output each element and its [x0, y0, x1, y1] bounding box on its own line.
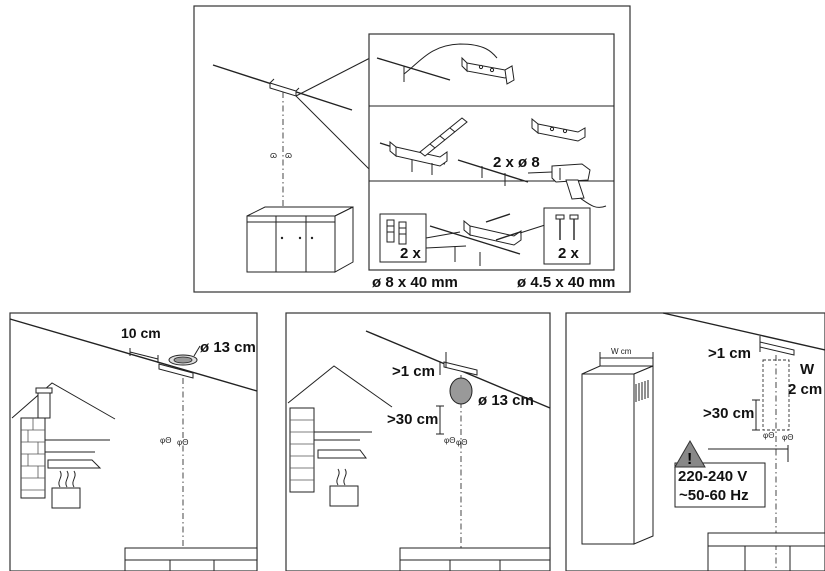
chimney-width-label: W cm	[611, 347, 632, 356]
svg-text:ɷ: ɷ	[285, 150, 292, 160]
power-drill-icon	[527, 163, 607, 208]
bracket-detail-4	[463, 219, 522, 246]
dowel-count-label: 2 x	[400, 245, 422, 262]
drill-hole-label: 2 x ø 8	[493, 154, 540, 171]
bottom-left-panel: φΘ φΘ 10 cm ø 13 cm	[9, 312, 258, 571]
svg-text:φΘ: φΘ	[160, 436, 171, 445]
screw-count-label: 2 x	[558, 245, 580, 262]
mid-distance-top-label: >1 cm	[392, 363, 435, 380]
mid-diameter-label: ø 13 cm	[478, 392, 534, 409]
screw-insert-icon	[485, 213, 521, 241]
pencil-icon	[419, 117, 468, 157]
svg-text:φΘ: φΘ	[763, 431, 774, 440]
roof-chimney	[11, 382, 116, 509]
right-distance-top-label: >1 cm	[708, 345, 751, 362]
svg-text:!: !	[687, 451, 692, 468]
wall-plug-icon	[386, 219, 407, 245]
bracket-detail-3	[531, 117, 586, 142]
bracket-detail-2	[389, 140, 448, 175]
dowel-size-label: ø 8 x 40 mm	[372, 274, 458, 291]
mid-distance-bottom-label: >30 cm	[387, 411, 438, 428]
svg-text:φΘ: φΘ	[456, 438, 467, 447]
left-distance-label: 10 cm	[121, 325, 161, 341]
svg-text:φΘ: φΘ	[444, 436, 455, 445]
right-width-label: W	[800, 361, 815, 378]
roof-chimney-2	[287, 365, 393, 507]
bottom-right-panel: W cm >1 cm W 2 cm >30 cm φΘ φΘ ! 220-240…	[565, 312, 825, 571]
voltage-label: 220-240 V	[678, 468, 747, 485]
right-distance-bottom-label: >30 cm	[703, 405, 754, 422]
top-panel: ɷ ɷ	[193, 5, 631, 293]
frequency-label: ~50-60 Hz	[679, 487, 749, 504]
chimney-cover	[581, 352, 654, 545]
right-width-offset-label: 2 cm	[788, 381, 822, 398]
screw-size-label: ø 4.5 x 40 mm	[517, 274, 615, 291]
bottom-middle-panel: φΘ φΘ >1 cm ø 13 cm >30 cm	[285, 312, 551, 571]
bracket-detail-1	[461, 56, 515, 85]
warning-triangle-icon: !	[674, 439, 706, 468]
svg-text:φΘ: φΘ	[177, 438, 188, 447]
svg-text:φΘ: φΘ	[782, 433, 793, 442]
screw-icon	[555, 214, 579, 240]
svg-text:ɷ: ɷ	[270, 150, 277, 160]
left-diameter-label: ø 13 cm	[200, 339, 256, 356]
wall-cabinet	[246, 206, 354, 273]
